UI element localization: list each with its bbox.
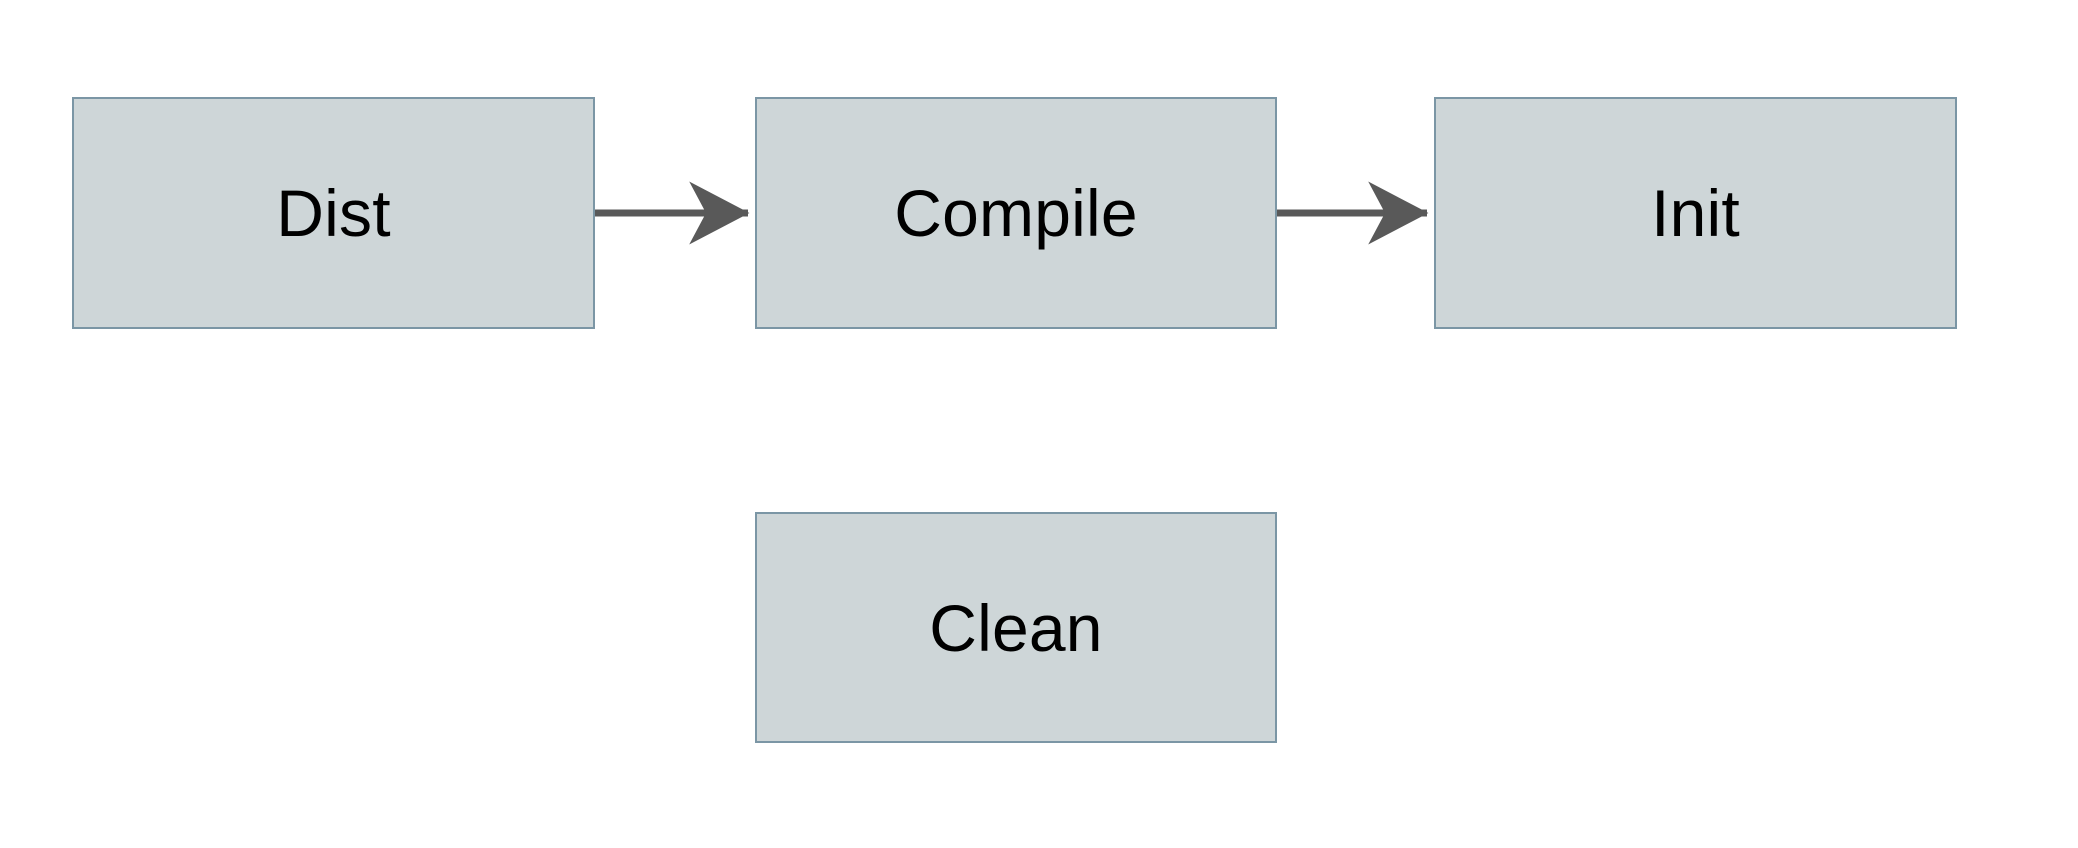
node-init-label: Init	[1651, 176, 1740, 250]
node-dist[interactable]: Dist	[72, 97, 595, 329]
node-init[interactable]: Init	[1434, 97, 1957, 329]
node-compile-label: Compile	[894, 176, 1138, 250]
node-clean[interactable]: Clean	[755, 512, 1277, 743]
node-clean-label: Clean	[929, 590, 1103, 665]
node-dist-label: Dist	[276, 176, 391, 250]
node-compile[interactable]: Compile	[755, 97, 1277, 329]
